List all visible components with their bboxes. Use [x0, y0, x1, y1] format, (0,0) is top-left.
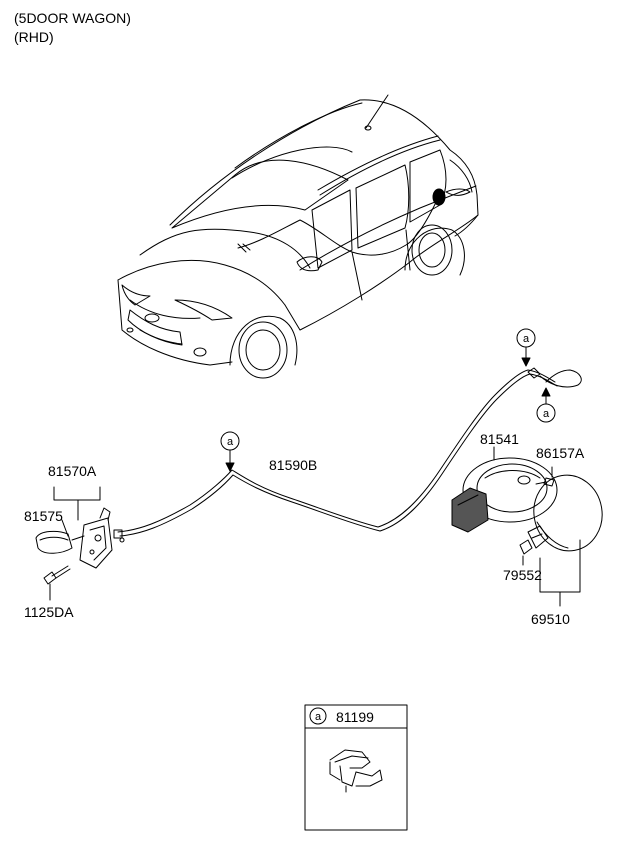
callout-letter-bottom: a [543, 408, 550, 420]
callout-letter-middle: a [227, 436, 234, 448]
part-label-81570A: 81570A [48, 463, 97, 479]
callout-letter-top: a [523, 333, 530, 345]
part-label-1125DA: 1125DA [24, 604, 74, 620]
fuel-door-release-cable [113, 367, 582, 543]
fuel-filler-door [519, 474, 603, 607]
part-label-81541: 81541 [480, 431, 519, 447]
part-label-86157A: 86157A [536, 445, 585, 461]
part-label-69510: 69510 [531, 611, 570, 627]
model-label: (5DOOR WAGON) [14, 10, 131, 26]
clip-detail-box [304, 704, 408, 831]
fuel-door-opener-assembly [35, 486, 113, 601]
fuel-door-marker [432, 188, 446, 206]
drive-label: (RHD) [14, 29, 54, 45]
callout-a-top [516, 328, 536, 367]
callout-a-middle [220, 431, 240, 472]
part-label-79552: 79552 [503, 567, 542, 583]
callout-letter-box: a [315, 711, 322, 723]
part-label-81590B: 81590B [269, 457, 318, 473]
callout-a-bottom [536, 387, 556, 423]
fuel-filler-housing [451, 446, 558, 533]
part-label-81199: 81199 [336, 709, 374, 725]
car-illustration [117, 94, 479, 379]
part-label-81575: 81575 [24, 508, 63, 524]
